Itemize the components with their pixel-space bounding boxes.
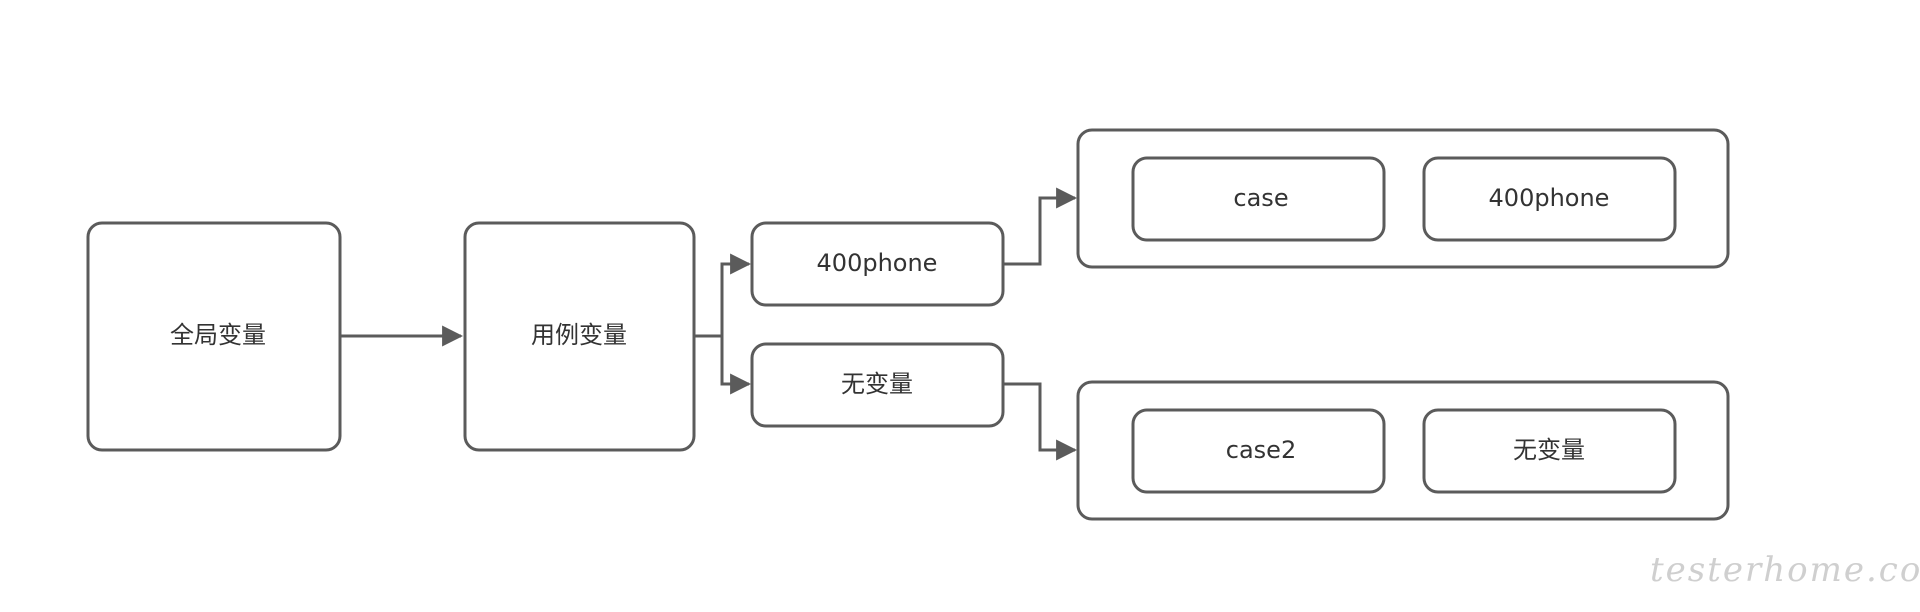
node-branch-400phone: 400phone xyxy=(750,221,1005,307)
group-bottom-right-label: 无变量 xyxy=(1513,436,1585,464)
group-top-left-box: case xyxy=(1131,156,1386,242)
edge-novars-to-group xyxy=(1003,382,1078,461)
group-top: case 400phone xyxy=(1076,128,1730,269)
group-bottom-left-box: case2 xyxy=(1131,408,1386,494)
node-case-vars-label: 用例变量 xyxy=(531,321,627,349)
watermark-text: testerhome.com xyxy=(1650,550,1920,590)
node-branch-400phone-label: 400phone xyxy=(817,249,938,277)
group-top-right-label: 400phone xyxy=(1489,184,1610,212)
node-global-vars: 全局变量 xyxy=(86,221,342,452)
node-case-vars: 用例变量 xyxy=(463,221,696,452)
node-branch-no-vars: 无变量 xyxy=(750,342,1005,428)
group-top-left-label: case xyxy=(1233,184,1288,212)
group-top-right-box: 400phone xyxy=(1422,156,1677,242)
node-branch-no-vars-label: 无变量 xyxy=(841,370,913,398)
group-bottom-right-box: 无变量 xyxy=(1422,408,1677,494)
edge-case-split xyxy=(694,253,752,338)
node-global-vars-label: 全局变量 xyxy=(170,321,266,349)
group-bottom: case2 无变量 xyxy=(1076,380,1730,521)
edge-400phone-to-group xyxy=(1003,187,1078,266)
edge-case-to-novars xyxy=(720,336,752,395)
group-bottom-left-label: case2 xyxy=(1226,436,1296,464)
